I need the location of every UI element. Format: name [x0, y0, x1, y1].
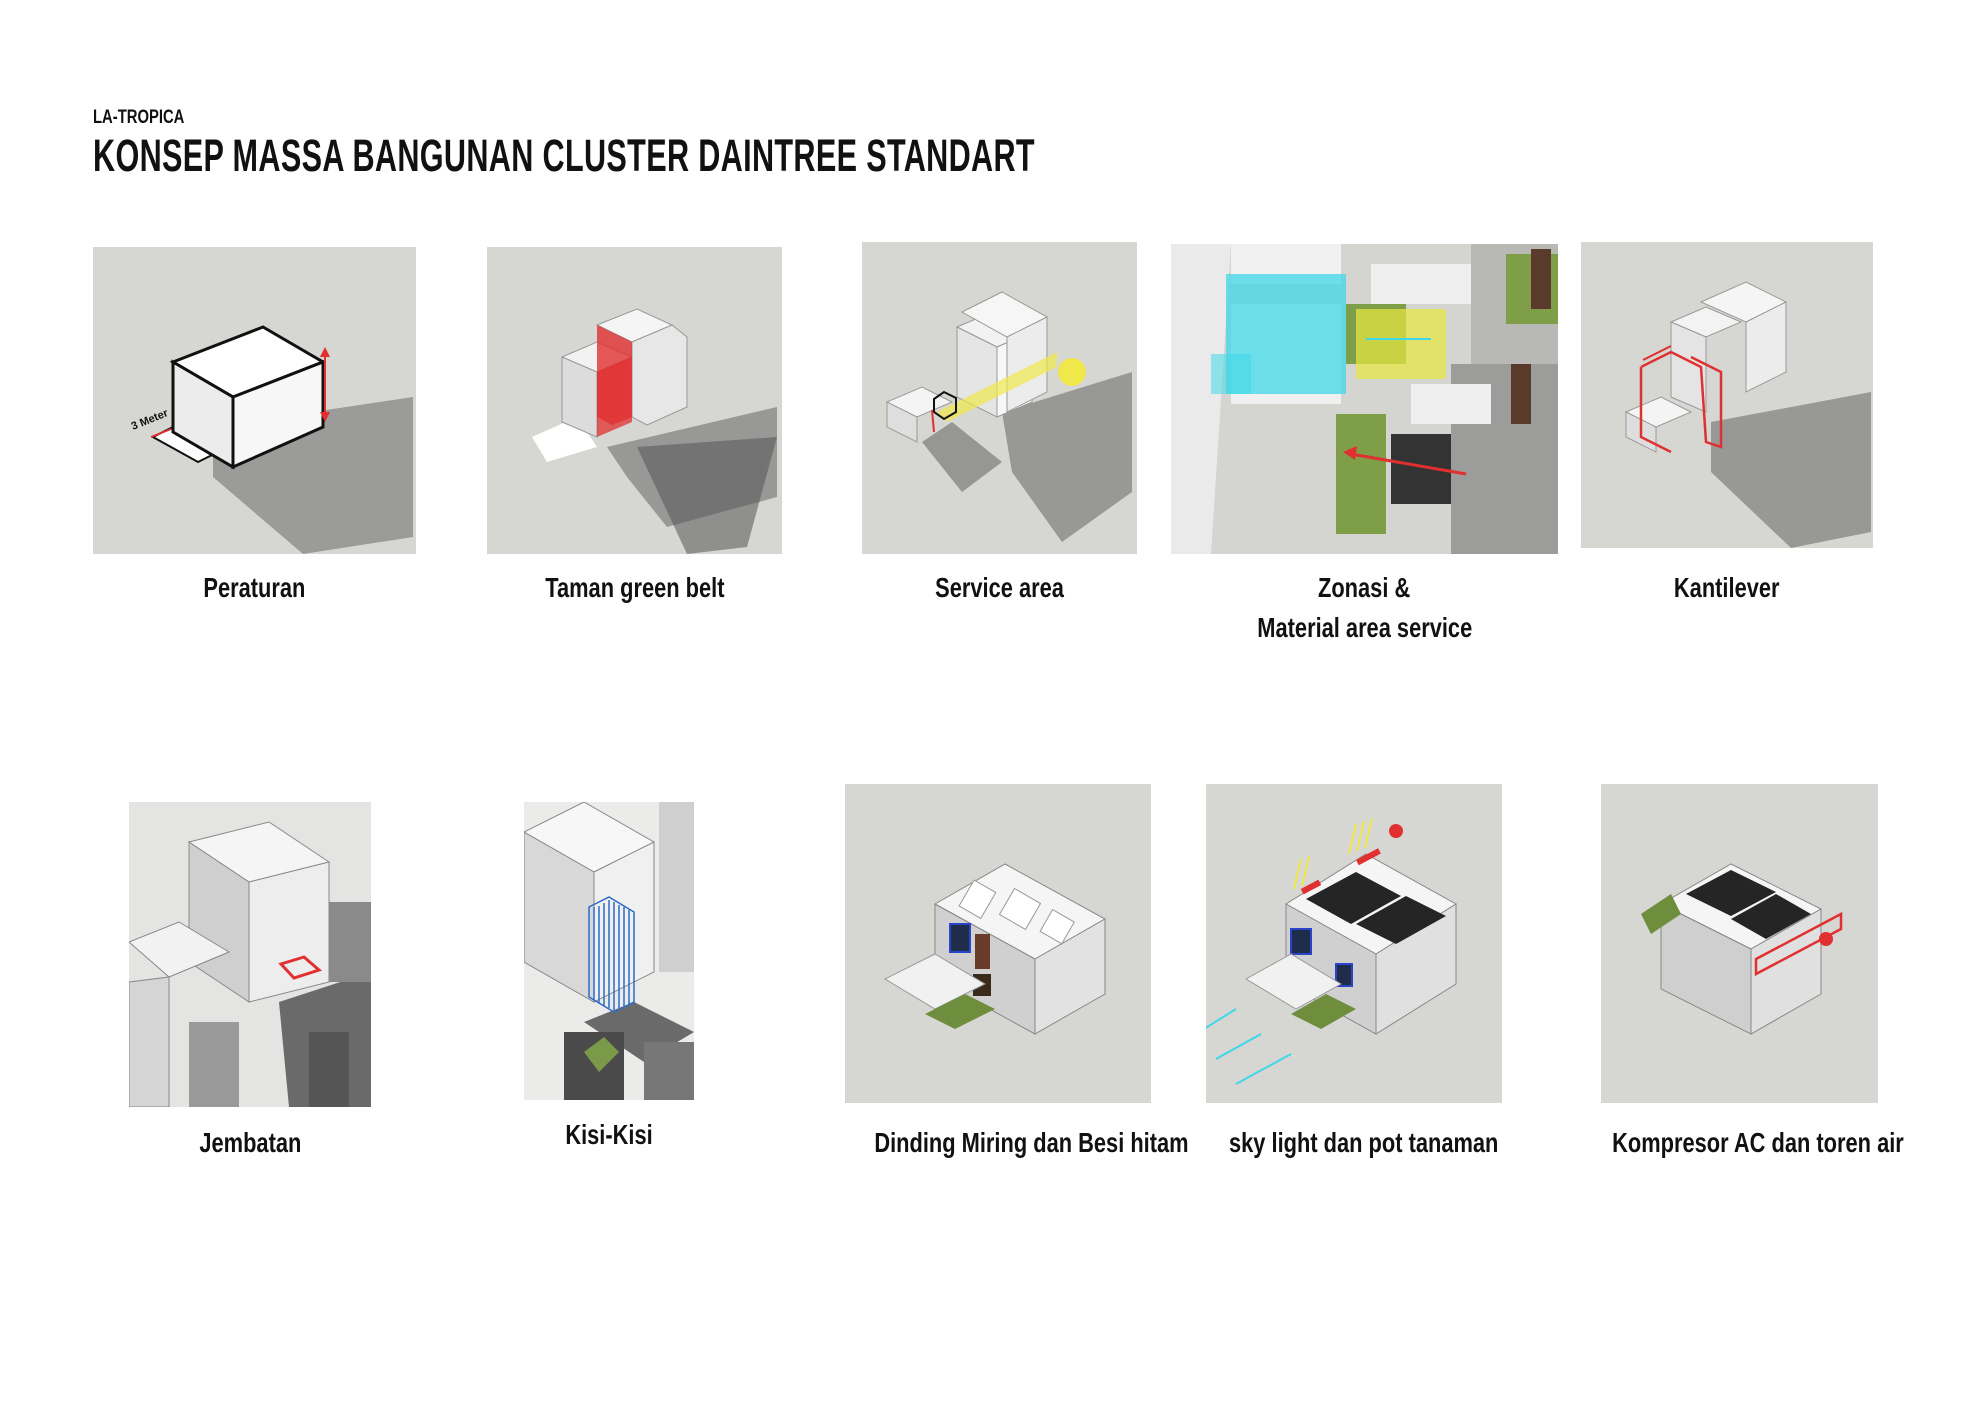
caption-kompresor-ac: Kompresor AC dan toren air: [1571, 1123, 1908, 1163]
dimension-annotation: 3 Meter: [130, 407, 171, 433]
panel-peraturan-image: 3 Meter: [93, 247, 416, 554]
caption-kantilever: Kantilever: [1581, 568, 1873, 608]
panel-taman-green-belt-image: [487, 247, 782, 554]
caption-jembatan: Jembatan: [129, 1123, 371, 1163]
caption-zonasi-line2: Material area service: [1171, 608, 1558, 648]
panel-kompresor-ac-image: [1601, 784, 1878, 1103]
caption-dinding-miring: Dinding Miring dan Besi hitam: [830, 1123, 1166, 1163]
panel-kantilever-image: [1581, 242, 1873, 548]
panel-jembatan-image: [129, 802, 371, 1107]
caption-service-area: Service area: [862, 568, 1137, 608]
caption-sky-light: sky light dan pot tanaman: [1191, 1123, 1517, 1163]
panel-dinding-miring-image: [845, 784, 1151, 1103]
page-title: KONSEP MASSA BANGUNAN CLUSTER DAINTREE S…: [93, 130, 1035, 182]
panel-sky-light-image: [1206, 784, 1502, 1103]
panel-zonasi-image: [1171, 244, 1558, 554]
caption-peraturan: Peraturan: [93, 568, 416, 608]
brand-label: LA-TROPICA: [93, 107, 184, 129]
caption-taman-green-belt: Taman green belt: [487, 568, 782, 608]
caption-kisi-kisi: Kisi-Kisi: [524, 1115, 694, 1155]
panel-service-area-image: [862, 242, 1137, 554]
caption-zonasi: Zonasi &: [1171, 568, 1558, 608]
panel-kisi-kisi-image: [524, 802, 694, 1100]
